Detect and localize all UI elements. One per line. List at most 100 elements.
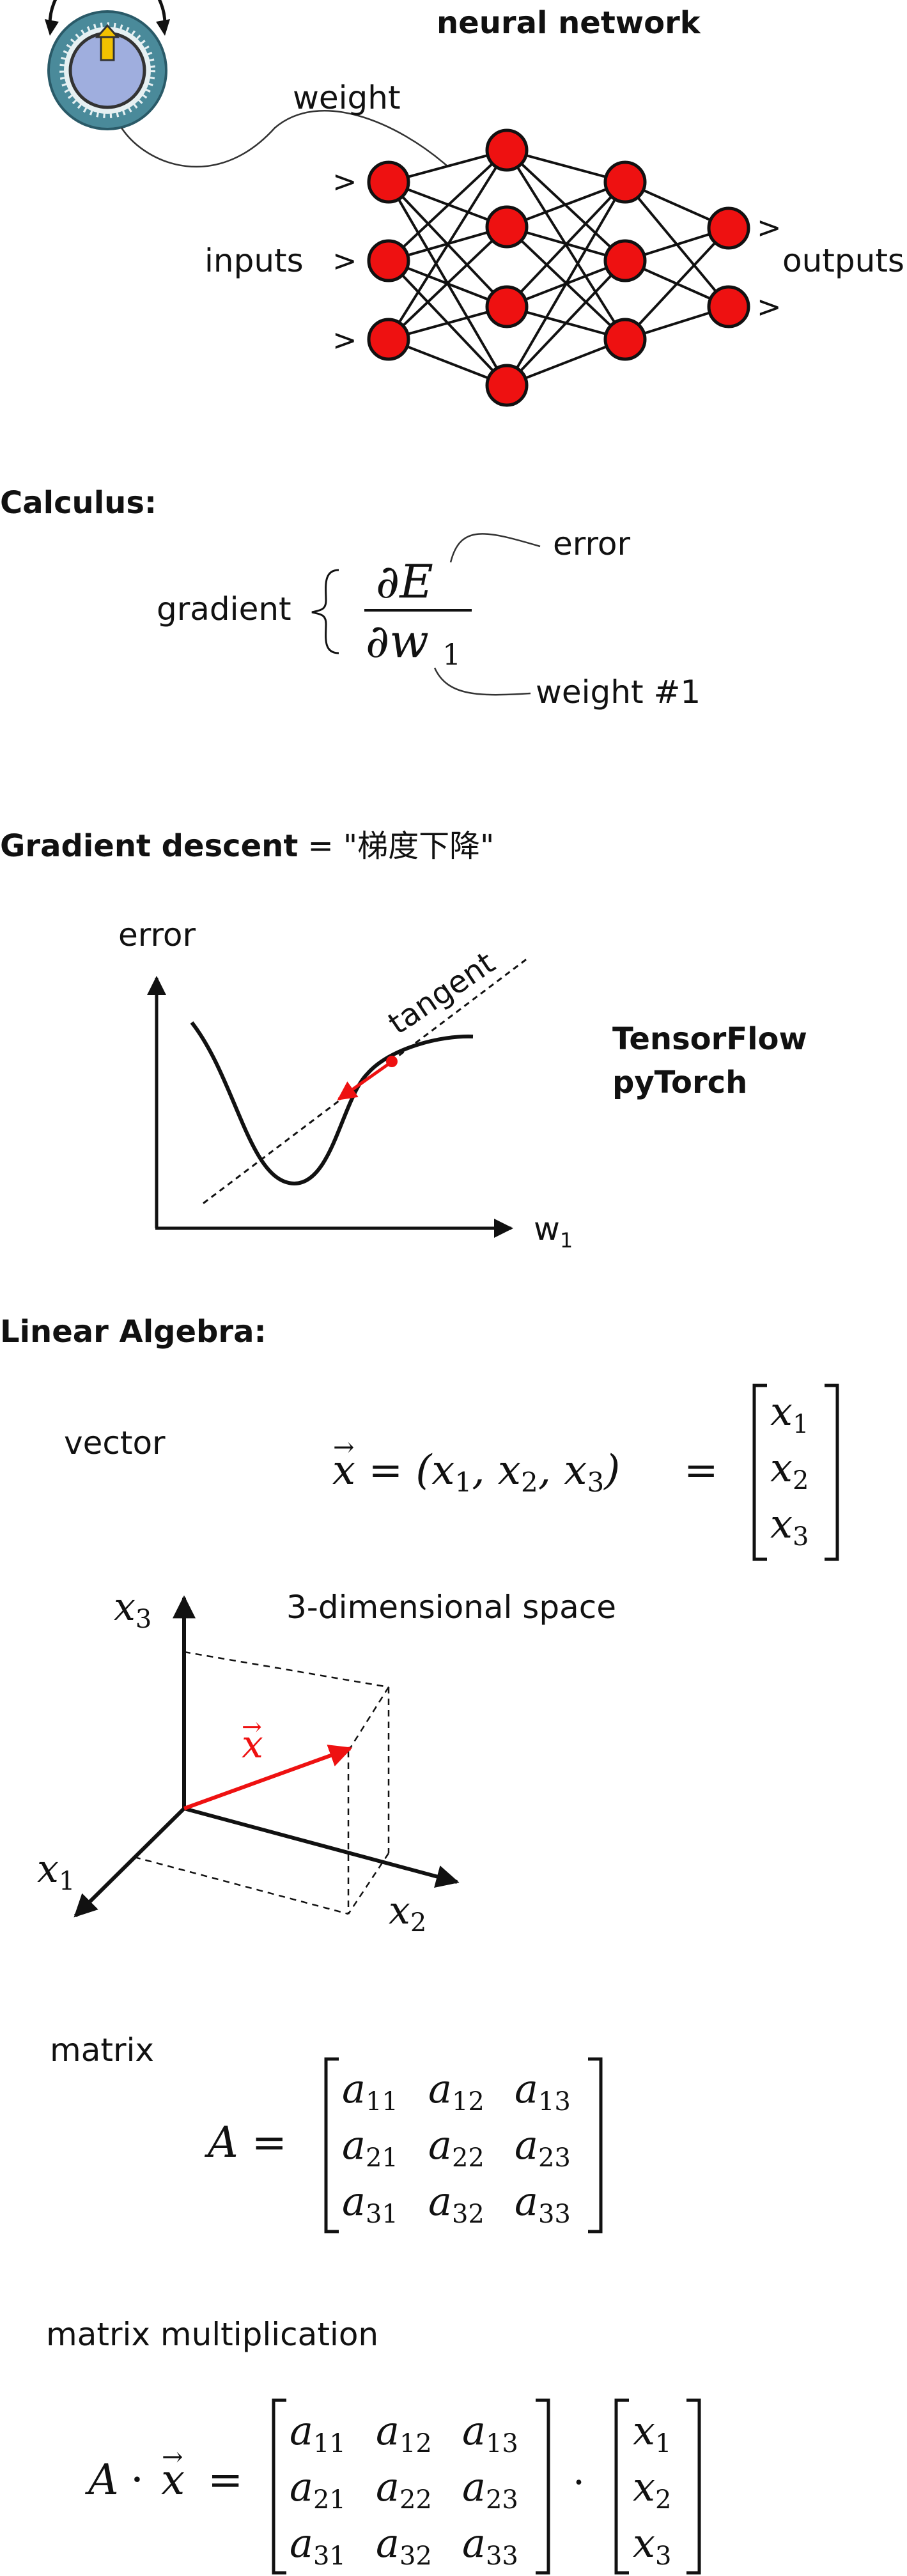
fraction-numerator: ∂E xyxy=(376,555,433,608)
network-edge xyxy=(387,149,508,341)
mult-vector-entry-main: x xyxy=(633,2520,655,2566)
tangent-line xyxy=(203,957,528,1205)
vector-label: vector xyxy=(64,1424,166,1462)
vector-x-arrow xyxy=(183,1745,353,1810)
mult-matrix-entry-main: a xyxy=(290,2464,313,2510)
mult-matrix-entry: a11 xyxy=(290,2407,346,2458)
mult-matrix-entry: a22 xyxy=(376,2464,432,2515)
mult-lhs-dot: · xyxy=(130,2455,144,2504)
mult-matrix-entry-sub: 22 xyxy=(399,2485,432,2515)
mult-matrix-entry-main: a xyxy=(290,2407,313,2454)
weight-pointer-line xyxy=(120,109,448,168)
fraction-denominator: ∂w xyxy=(366,614,429,668)
mult-vector-entry-sub: 1 xyxy=(655,2429,671,2458)
input-arrow-2: > xyxy=(332,243,357,278)
vec-eq-part3: , x xyxy=(538,1447,587,1494)
calculus-section: Calculus: gradient ∂E ∂w 1 error weight … xyxy=(0,485,701,711)
matrix-entry: a23 xyxy=(515,2122,571,2173)
mult-matrix-entry-main: a xyxy=(376,2464,399,2510)
network-edges xyxy=(387,149,730,387)
mult-vector-entry: x1 xyxy=(633,2407,671,2458)
mult-vec-bracket-right xyxy=(686,2398,701,2575)
network-edge xyxy=(506,181,626,387)
vec-eq-sub2: 2 xyxy=(521,1467,538,1498)
mult-matrix-entry-sub: 11 xyxy=(313,2429,346,2458)
lib-tensorflow: TensorFlow xyxy=(612,1021,807,1057)
matrix-lhs: A = xyxy=(204,2118,287,2167)
mult-matrix-entry-sub: 33 xyxy=(486,2541,518,2571)
mult-matrix-entry: a32 xyxy=(376,2520,432,2571)
vec-eq-sub3: 3 xyxy=(587,1467,605,1498)
vector-entry-main: x xyxy=(770,1444,793,1491)
mult-vector-entry-main: x xyxy=(633,2464,655,2510)
vec-eq-sub1: 1 xyxy=(454,1467,472,1498)
knob-icon xyxy=(45,0,170,130)
mult-matrix-entry: a12 xyxy=(376,2407,432,2458)
vector-entry-sub: 2 xyxy=(793,1466,809,1495)
matrix-entry: a13 xyxy=(515,2065,571,2117)
mult-equals: = xyxy=(208,2455,243,2504)
vec-eq-close: ) xyxy=(603,1447,620,1494)
network-edge xyxy=(387,149,508,262)
matrix-entry-main: a xyxy=(428,2122,452,2168)
mult-matrix-entry-sub: 23 xyxy=(486,2485,518,2515)
network-node xyxy=(367,160,410,204)
axis-x1-main: x xyxy=(37,1847,59,1892)
matrix-entry-sub: 22 xyxy=(452,2143,485,2173)
mult-vec-bracket-left xyxy=(614,2398,629,2575)
matrix-entry-main: a xyxy=(515,2178,538,2225)
vector-entry: x3 xyxy=(770,1500,809,1552)
axis-x2-main: x xyxy=(389,1888,410,1933)
vec-equals: = xyxy=(684,1447,718,1494)
vector-entry: x2 xyxy=(770,1444,809,1495)
vec-eq-part1: x = (x xyxy=(332,1447,454,1494)
weight-label: weight xyxy=(293,79,401,116)
matrix-entry-sub: 23 xyxy=(538,2143,571,2173)
vector-x-name: x xyxy=(242,1722,263,1767)
matrix-label: matrix xyxy=(50,2032,154,2069)
mult-matrix-entry-sub: 31 xyxy=(313,2541,346,2571)
weight1-pointer-line xyxy=(433,667,531,696)
matrix-entry-main: a xyxy=(342,2065,366,2112)
network-node xyxy=(707,206,750,250)
vector-entry-sub: 1 xyxy=(793,1410,809,1439)
mult-matrix-entry-sub: 13 xyxy=(486,2429,518,2458)
axis-x1 xyxy=(74,1807,186,1918)
nn-title: neural network xyxy=(437,5,701,41)
network-edge xyxy=(624,227,730,341)
mult-lhs-a: A xyxy=(84,2455,119,2504)
3d-space-diagram: 3-dimensional space → x x3 x1 x2 xyxy=(37,1585,616,1938)
mult-matrix-entry-main: a xyxy=(462,2407,486,2454)
gd-x-axis-label-main: w xyxy=(534,1210,560,1247)
matrix-entry: a31 xyxy=(342,2178,398,2229)
matrix-entry-main: a xyxy=(428,2178,452,2225)
vec-bracket-right xyxy=(825,1384,839,1561)
gd-x-axis-label: w1 xyxy=(534,1210,573,1253)
axis-x2-sub: 2 xyxy=(410,1908,426,1938)
matrix-entry: a32 xyxy=(428,2178,485,2229)
network-node xyxy=(485,205,529,249)
matrix-entry: a12 xyxy=(428,2065,485,2117)
axis-x3-label: x3 xyxy=(114,1585,151,1634)
vector-entry: x1 xyxy=(770,1388,809,1439)
mult-matrix-entry-main: a xyxy=(376,2407,399,2454)
matrix-entry-sub: 11 xyxy=(366,2087,398,2117)
mult-matrix-entry: a33 xyxy=(462,2520,518,2571)
mult-matrix-entry-sub: 21 xyxy=(313,2485,346,2515)
mult-lhs-x: x xyxy=(161,2455,185,2504)
gd-y-axis-label: error xyxy=(118,916,196,953)
mult-matrix-bracket-left xyxy=(272,2398,286,2575)
gradient-label: gradient xyxy=(157,590,291,628)
gd-heading-bold: Gradient descent xyxy=(0,828,298,864)
matrix-entry-main: a xyxy=(342,2178,366,2225)
axis-x1-label: x1 xyxy=(37,1847,75,1896)
mult-matrix-entry: a23 xyxy=(462,2464,518,2515)
vec-equation-text: x = (x1, x2, x3) xyxy=(332,1447,620,1498)
network-edge xyxy=(506,181,626,308)
input-arrow-1: > xyxy=(332,164,357,199)
network-node xyxy=(367,318,410,361)
projection-box xyxy=(134,1651,390,1915)
